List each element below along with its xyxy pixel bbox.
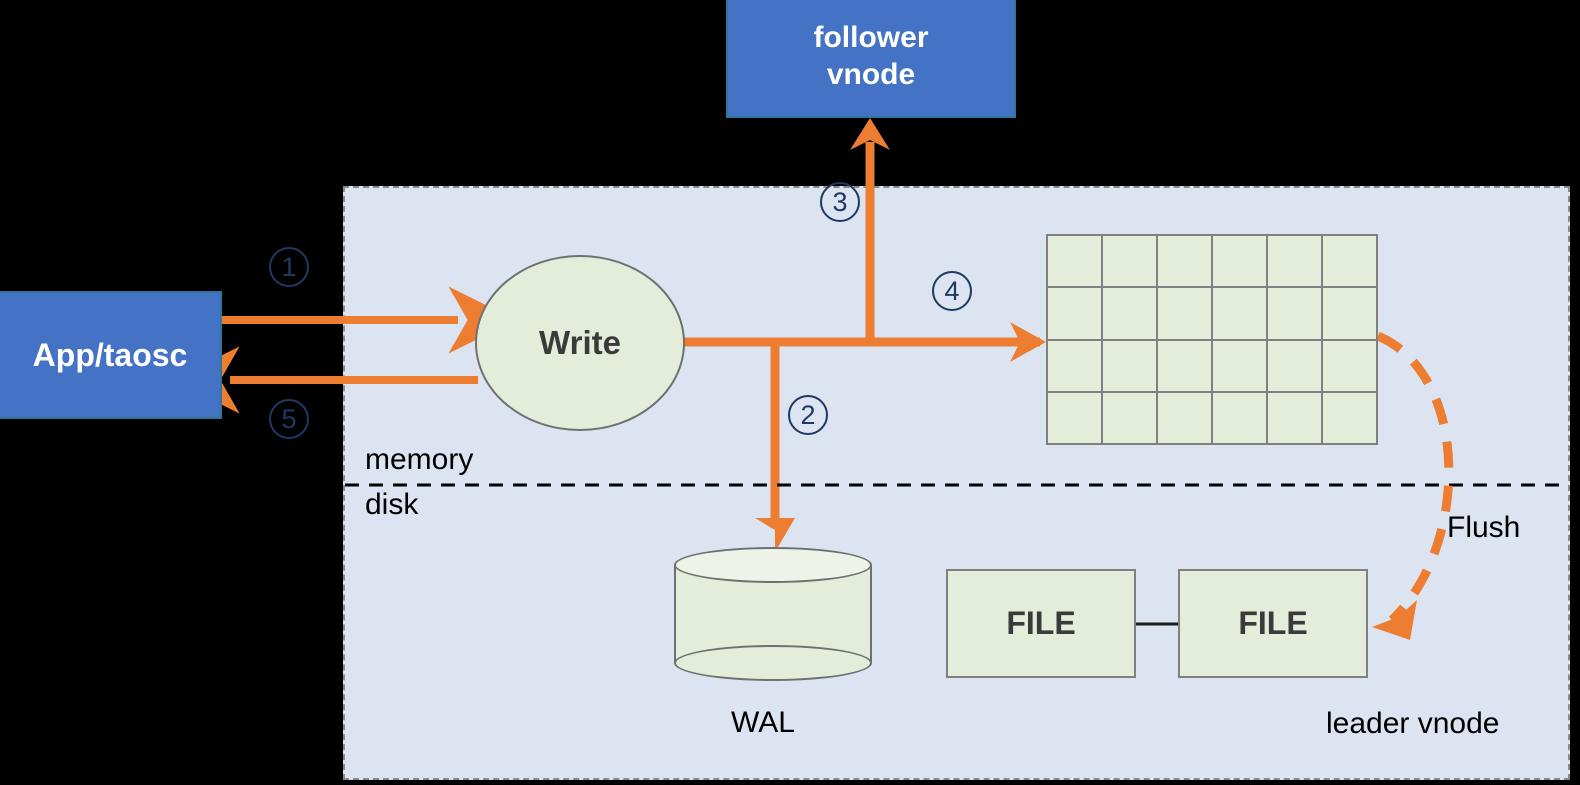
memtable-cell (1323, 288, 1376, 339)
arrowhead-flush (1372, 600, 1417, 640)
memtable-cell (1268, 236, 1321, 287)
memtable-cell (1213, 236, 1266, 287)
memtable-grid (1046, 234, 1378, 445)
arrowhead-to-follower (850, 118, 890, 150)
memtable-cell (1103, 340, 1156, 391)
memtable-cell (1158, 392, 1211, 443)
memtable-cell (1323, 340, 1376, 391)
memtable-cell (1213, 392, 1266, 443)
follower-vnode-label-line2: vnode (826, 58, 916, 91)
follower-vnode-label-line1: follower (813, 21, 929, 55)
disk-label: disk (365, 488, 419, 521)
memtable-cell (1103, 236, 1156, 287)
arrowhead-to-memtable (1010, 322, 1046, 362)
memtable-cell (1048, 288, 1101, 339)
follower-vnode-node[interactable]: follower vnode (726, 0, 1016, 118)
memtable-cell (1048, 392, 1101, 443)
step-number-1: 1 (269, 247, 309, 287)
leader-vnode-label: leader vnode (1326, 707, 1500, 740)
file-node-2[interactable]: FILE (1178, 569, 1368, 678)
wal-cylinder (674, 547, 872, 681)
step-number-4: 4 (932, 271, 972, 311)
memtable-cell (1048, 236, 1101, 287)
wal-label: WAL (731, 706, 795, 739)
write-label: Write (539, 324, 621, 361)
file-node-2-label: FILE (1238, 605, 1308, 641)
memtable-cell (1268, 340, 1321, 391)
file-node-1[interactable]: FILE (946, 569, 1136, 678)
memtable-cell (1213, 288, 1266, 339)
write-node[interactable]: Write (475, 255, 685, 431)
step-number-3: 3 (820, 182, 860, 222)
flush-label: Flush (1447, 511, 1521, 544)
wal-cylinder-bottom (674, 645, 872, 681)
memtable-cell (1048, 340, 1101, 391)
memtable-cell (1103, 288, 1156, 339)
memtable-cell (1268, 392, 1321, 443)
flush-curve (1376, 331, 1454, 624)
memtable-cell (1323, 236, 1376, 287)
app-taosc-node[interactable]: App/taosc (0, 291, 222, 419)
wal-cylinder-top (674, 547, 872, 583)
memtable-cell (1323, 392, 1376, 443)
step-number-2: 2 (788, 395, 828, 435)
memtable-cell (1268, 288, 1321, 339)
file-node-1-label: FILE (1006, 605, 1076, 641)
arrowhead-to-wal (755, 518, 795, 552)
memory-label: memory (365, 443, 474, 476)
app-taosc-label: App/taosc (32, 336, 188, 373)
memtable-cell (1158, 288, 1211, 339)
step-number-5: 5 (269, 399, 309, 439)
memtable-cell (1158, 236, 1211, 287)
memtable-cell (1158, 340, 1211, 391)
memtable-cell (1213, 340, 1266, 391)
memtable-cell (1103, 392, 1156, 443)
